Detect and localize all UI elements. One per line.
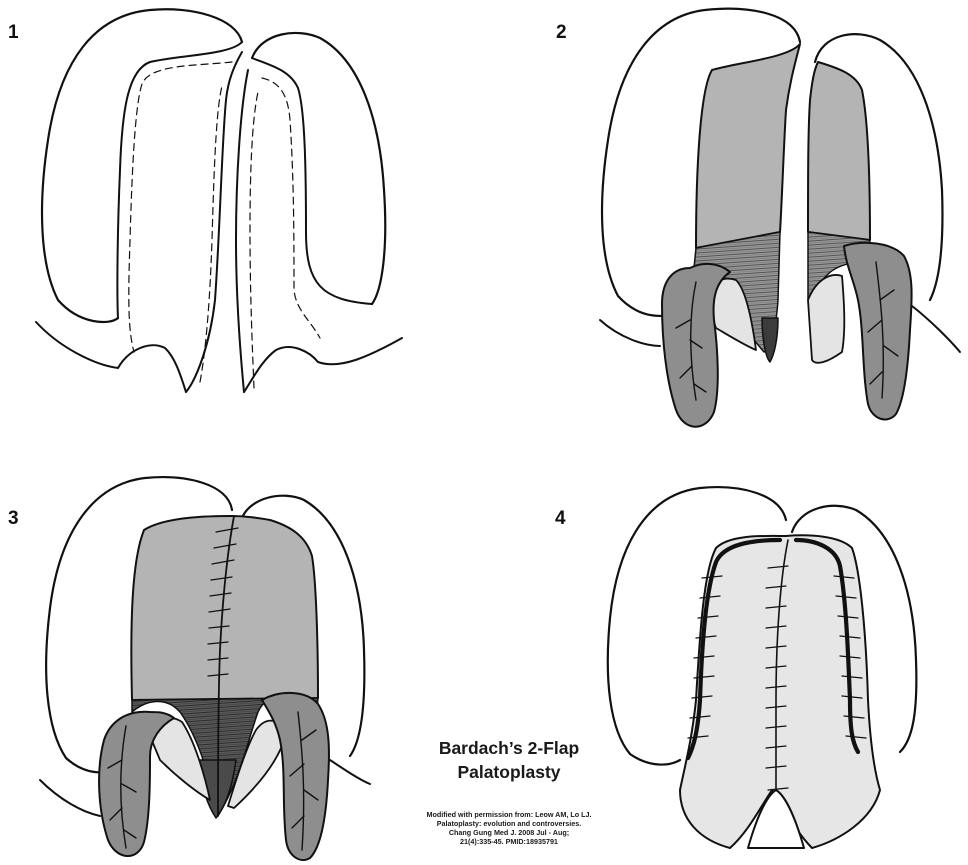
- panel-2-diagram: [600, 9, 960, 427]
- citation-line-4: 21(4):335-45. PMID:18935791: [400, 837, 618, 846]
- panel-2-number: 2: [556, 22, 567, 44]
- figure-title-line-1: Bardach’s 2-Flap: [405, 736, 613, 760]
- citation-text: Modified with permission from: Leow AM, …: [400, 810, 618, 846]
- panel-1-number: 1: [8, 22, 19, 44]
- panel-3-right-flap-rotated: [262, 693, 329, 860]
- panel-1-diagram: [36, 9, 402, 392]
- panel-2-velum-left: [600, 320, 660, 346]
- panel-1-velum-inner-right: [236, 70, 248, 392]
- panel-1-velum-left: [36, 322, 186, 392]
- panel-4-number: 4: [555, 508, 566, 530]
- panel-1-incision-right-medial: [250, 92, 258, 388]
- panel-3-velum-left: [40, 780, 100, 816]
- panel-2-right-palatal-flap: [808, 62, 870, 240]
- panel-1-left-medial-edge: [117, 42, 242, 318]
- panel-1-incision-left: [129, 62, 232, 352]
- panel-4-diagram: [608, 487, 917, 848]
- panel-2-right-flap-rotated: [844, 243, 912, 420]
- panel-3-diagram: [40, 477, 370, 860]
- panel-3-number: 3: [8, 508, 19, 530]
- panel-2-left-palatal-flap: [696, 44, 800, 248]
- figure-title: Bardach’s 2-Flap Palatoplasty: [405, 736, 613, 784]
- panel-1-left-segment: [42, 9, 242, 322]
- panel-3-velum-right: [330, 760, 370, 784]
- panel-1-right-medial-edge: [252, 58, 372, 304]
- panel-2-velum-right: [912, 306, 960, 352]
- panel-1-right-segment: [252, 33, 385, 304]
- panel-1-velum-inner-left: [186, 52, 242, 392]
- figure-title-line-2: Palatoplasty: [405, 760, 613, 784]
- panel-2-uvula-tip: [762, 318, 778, 362]
- citation-line-1: Modified with permission from: Leow AM, …: [400, 810, 618, 819]
- panel-1-velum-right: [244, 338, 402, 392]
- panel-1-incision-right: [262, 78, 320, 338]
- citation-line-2: Palatoplasty: evolution and controversie…: [400, 819, 618, 828]
- citation-line-3: Chang Gung Med J. 2008 Jul - Aug;: [400, 828, 618, 837]
- panel-3-palatal-flaps: [131, 516, 318, 700]
- panel-2-right-exposed-area: [808, 275, 844, 363]
